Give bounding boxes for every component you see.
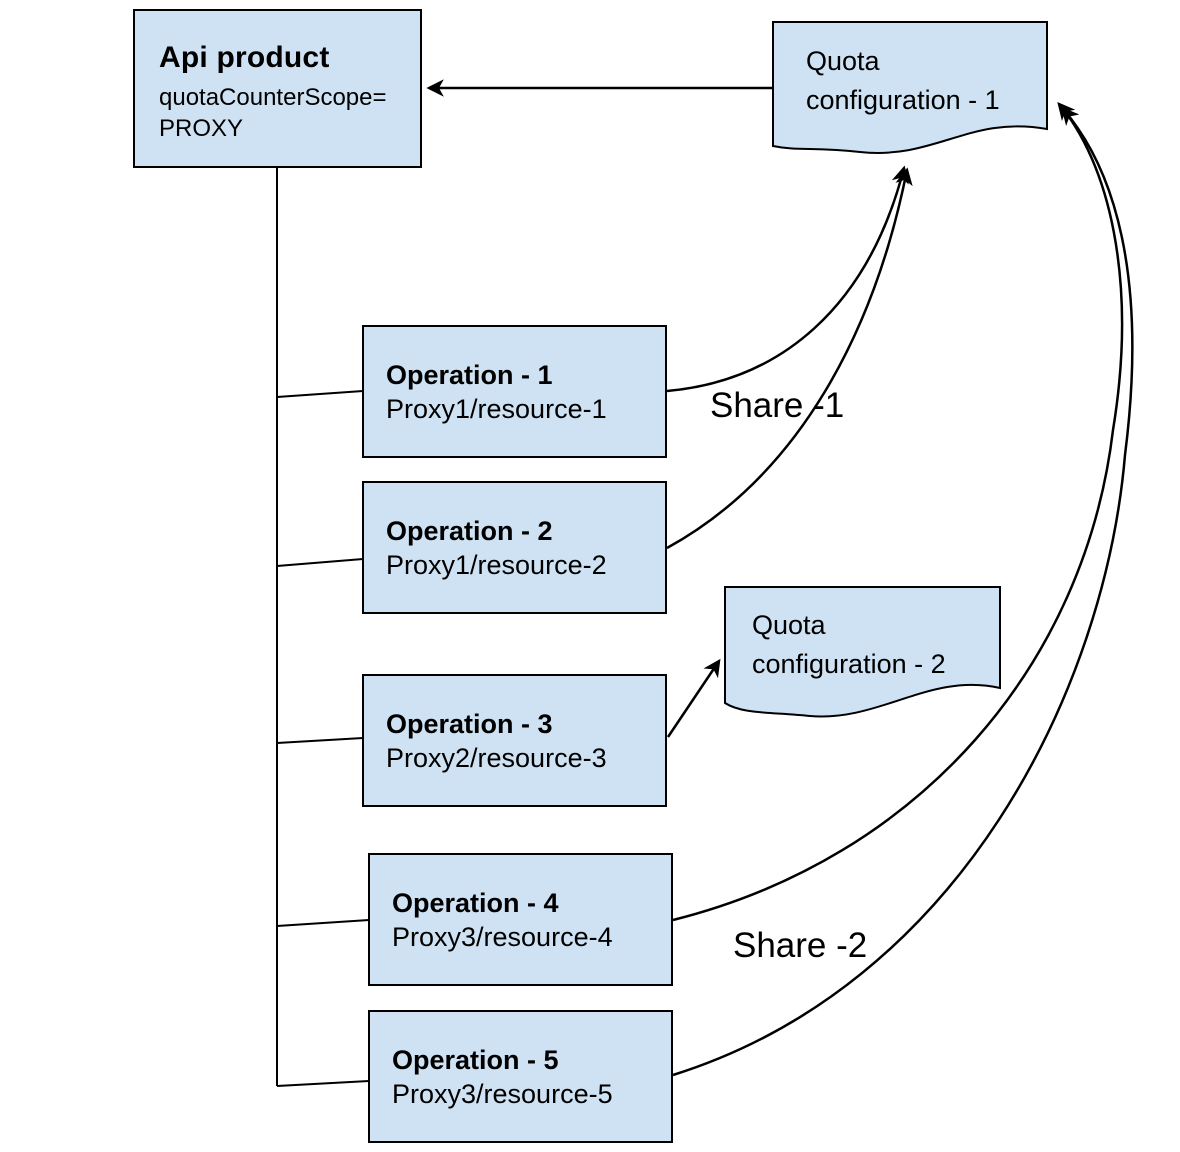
operation-5-node: Operation - 5 Proxy3/resource-5	[368, 1010, 673, 1143]
quota-config-2-label: Quota configuration - 2	[752, 606, 946, 684]
operation-1-node: Operation - 1 Proxy1/resource-1	[362, 325, 667, 458]
operation-5-title: Operation - 5	[392, 1044, 559, 1075]
api-product-title: Api product	[159, 41, 330, 74]
operation-4-node: Operation - 4 Proxy3/resource-4	[368, 853, 673, 986]
tree-connector-lines	[276, 168, 370, 1087]
quota-config-1-label-line1: Quota	[806, 46, 880, 76]
arrow-operation4-to-quota1	[672, 101, 1124, 922]
operation-4-resource: Proxy3/resource-4	[392, 921, 613, 952]
quota-config-1-shape	[772, 21, 1048, 154]
api-product-attr-line2: PROXY	[159, 115, 244, 142]
api-product-attr-line1: quotaCounterScope=	[159, 84, 387, 111]
quota-config-2-label-line2: configuration - 2	[752, 649, 946, 679]
operation-2-node: Operation - 2 Proxy1/resource-2	[362, 481, 667, 614]
quota-config-2-shape	[724, 586, 1001, 718]
quota-config-1-label-line2: configuration - 1	[806, 85, 1000, 115]
share-1-label: Share -1	[710, 386, 845, 425]
operation-3-node: Operation - 3 Proxy2/resource-3	[362, 674, 667, 807]
operation-5-resource: Proxy3/resource-5	[392, 1078, 613, 1109]
operation-3-title: Operation - 3	[386, 708, 553, 739]
api-product-node: Api product quotaCounterScope= PROXY	[133, 9, 422, 168]
arrow-operation3-to-quota2	[666, 658, 721, 738]
arrow-operation1-to-quota1	[666, 165, 909, 393]
operation-2-title: Operation - 2	[386, 515, 553, 546]
share-2-label: Share -2	[733, 926, 868, 965]
operation-1-title: Operation - 1	[386, 359, 553, 390]
operation-3-resource: Proxy2/resource-3	[386, 742, 607, 773]
quota-config-2-label-line1: Quota	[752, 610, 826, 640]
arrow-operation2-to-quota1	[666, 167, 913, 550]
operation-2-resource: Proxy1/resource-2	[386, 549, 607, 580]
quota-config-1-label: Quota configuration - 1	[806, 42, 1000, 120]
operation-4-title: Operation - 4	[392, 887, 559, 918]
arrow-operation5-to-quota1	[672, 107, 1134, 1077]
operation-1-resource: Proxy1/resource-1	[386, 393, 607, 424]
